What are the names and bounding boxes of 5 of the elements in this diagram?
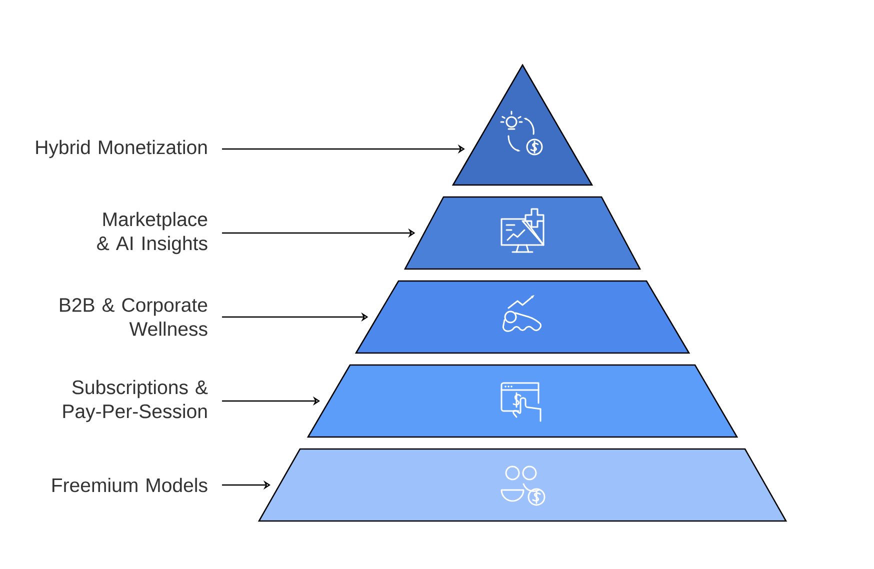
- node-text: B2B & Corporate Wellness: [60, 298, 208, 336]
- node-text: Subscriptions & Pay-Per-Session: [63, 380, 208, 422]
- node-text: Freemium Models: [52, 478, 208, 492]
- node-text: Marketplace & AI Insights: [97, 212, 208, 254]
- node-text: Hybrid Monetization: [36, 140, 207, 158]
